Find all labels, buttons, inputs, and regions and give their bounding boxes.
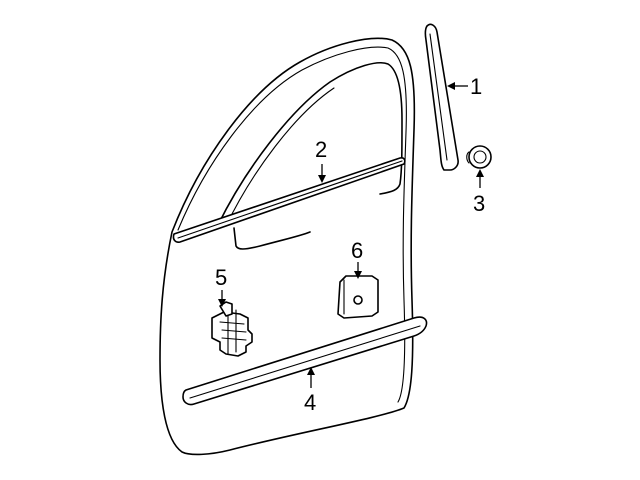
callout-4: 4	[304, 390, 316, 415]
part-3-clip	[466, 145, 492, 169]
arrow-6-icon	[354, 271, 362, 279]
arrow-2-icon	[318, 175, 326, 183]
part-6-stud-plate	[337, 275, 379, 319]
arrow-3-icon	[476, 169, 484, 177]
arrow-5-icon	[218, 299, 226, 307]
arrow-4-icon	[307, 367, 315, 375]
part-1-rear-molding	[424, 23, 459, 171]
door-panel	[159, 37, 416, 456]
part-2-belt-molding	[172, 157, 406, 243]
callout-3: 3	[473, 191, 485, 216]
arrow-1-icon	[447, 82, 455, 90]
callout-labels: 1 2 3 4 5 6	[215, 74, 485, 415]
leader-lines	[218, 82, 484, 388]
callout-2: 2	[315, 137, 327, 162]
callout-5: 5	[215, 265, 227, 290]
part-5-retainer-bracket	[211, 301, 253, 357]
callout-6: 6	[351, 238, 363, 263]
part-4-lower-molding	[182, 316, 428, 406]
callout-1: 1	[470, 74, 482, 99]
